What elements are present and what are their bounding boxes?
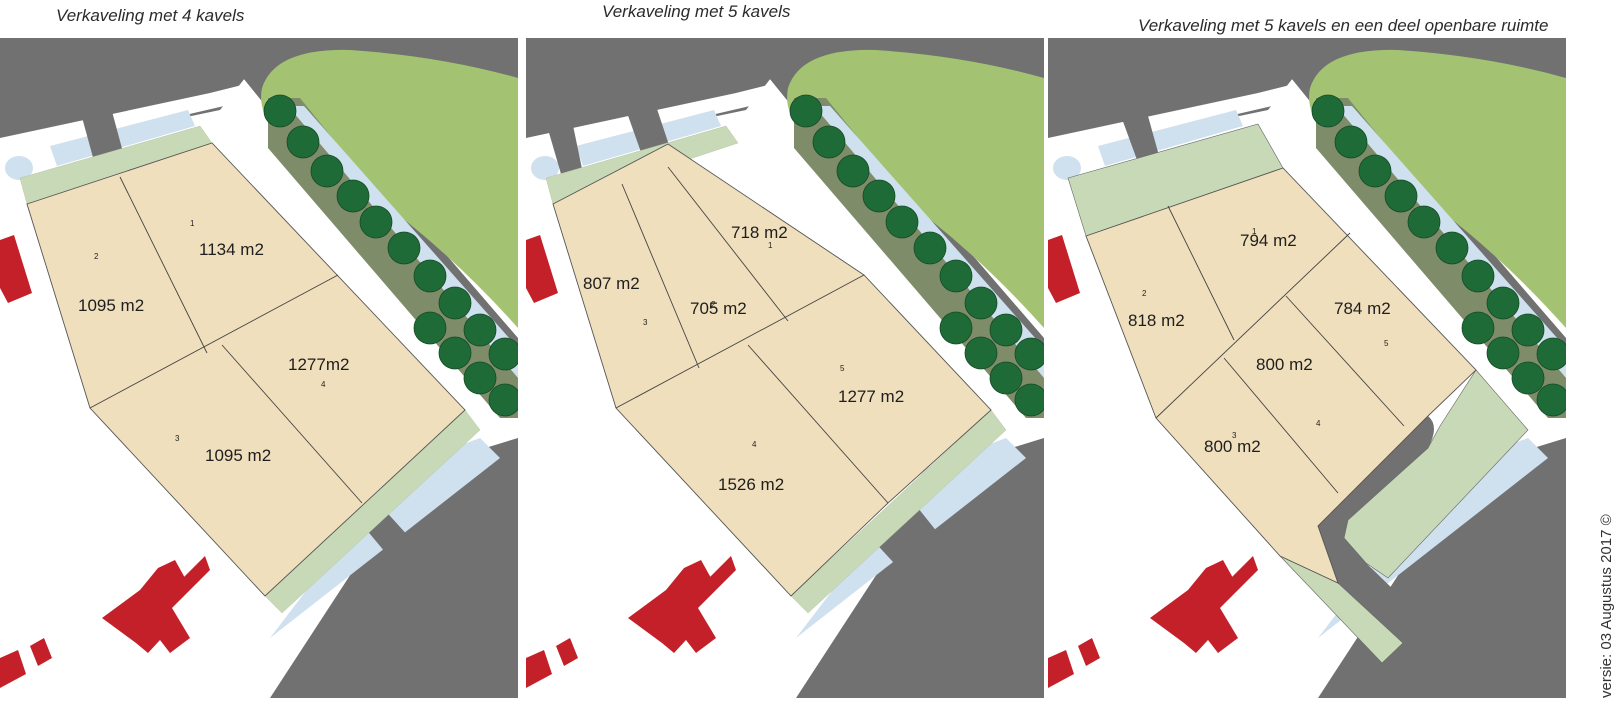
- lot-area: 807 m2: [583, 274, 640, 293]
- building-left: [0, 235, 32, 303]
- buildings: [526, 235, 736, 688]
- buildings: [0, 235, 210, 688]
- lot-area: 1277 m2: [838, 387, 904, 406]
- lot-area: 800 m2: [1256, 355, 1313, 374]
- plot-outline: [552, 143, 992, 597]
- building-complex: [628, 556, 736, 653]
- lot-number: 1: [768, 241, 773, 250]
- lot-area: 800 m2: [1204, 437, 1261, 456]
- panel-3-title: Verkaveling met 5 kavels en een deel ope…: [1138, 16, 1549, 35]
- lot-area: 1095 m2: [205, 446, 271, 465]
- water-pond: [1053, 156, 1081, 180]
- panel-1-map: 1134 m2 1 1095 m2 2 1095 m2 3 1277m2 4: [0, 38, 518, 698]
- lot-boundary: [1155, 232, 1351, 419]
- water-pond: [5, 156, 33, 180]
- lot-boundary: [615, 274, 865, 409]
- building-small-2: [0, 650, 26, 688]
- lot-boundary: [119, 176, 208, 354]
- buildings: [1048, 235, 1258, 688]
- lot-area: 1134 m2: [199, 240, 264, 259]
- lot-number: 1: [1252, 227, 1257, 236]
- park: [787, 49, 1044, 329]
- building-left: [1048, 235, 1080, 303]
- sidewalk-top: [0, 83, 250, 158]
- lot-number: 2: [711, 300, 716, 309]
- public-space-road: [1317, 416, 1434, 643]
- lot-number: 2: [1142, 289, 1147, 298]
- lot-area: 784 m2: [1334, 299, 1391, 318]
- lot-boundary: [667, 166, 789, 322]
- lot-number: 3: [175, 434, 180, 443]
- lot-number: 1: [190, 219, 195, 228]
- panel-3-map: 794 m2 1 818 m2 2 800 m2 3 800 m2 4 784 …: [1048, 38, 1566, 698]
- lot-area: 1526 m2: [718, 475, 784, 494]
- lot-boundary: [1223, 357, 1339, 494]
- lot-labels: 718 m2 1 705 m2 2 807 m2 3 1526 m2 4 127…: [583, 223, 904, 494]
- sidewalk-top: [1048, 83, 1298, 158]
- building-complex: [102, 556, 210, 653]
- park: [261, 49, 518, 329]
- trees: [789, 94, 1044, 417]
- lot-number: 5: [1384, 339, 1389, 348]
- building-complex: [1150, 556, 1258, 653]
- trees: [263, 94, 518, 417]
- lot-number: 4: [752, 440, 757, 449]
- building-left: [526, 235, 558, 303]
- lot-area: 818 m2: [1128, 311, 1185, 330]
- lot-boundary: [221, 344, 363, 504]
- public-space-bottom: [1343, 369, 1529, 579]
- lot-number: 4: [1316, 419, 1321, 428]
- building-small-1: [556, 638, 578, 666]
- panel-2-map: 718 m2 1 705 m2 2 807 m2 3 1526 m2 4 127…: [526, 38, 1044, 698]
- water-strip-left: [50, 110, 195, 166]
- lot-area: 794 m2: [1240, 231, 1297, 250]
- park: [1309, 49, 1566, 329]
- driveway-top-1: [536, 82, 586, 198]
- lot-labels: 1134 m2 1 1095 m2 2 1095 m2 3 1277m2 4: [78, 219, 349, 465]
- building-small-1: [1078, 638, 1100, 666]
- building-small-2: [526, 650, 552, 688]
- road-bottom: [270, 438, 518, 698]
- plan-area: [545, 125, 1007, 614]
- lot-number: 2: [94, 252, 99, 261]
- building-small-2: [1048, 650, 1074, 688]
- lot-number: 3: [643, 318, 648, 327]
- lot-area: 705 m2: [690, 299, 747, 318]
- lot-boundary: [1285, 295, 1405, 427]
- lot-boundary: [1167, 205, 1235, 341]
- plot-outline: [26, 142, 466, 597]
- lot-boundary: [89, 274, 339, 409]
- plan-area: [19, 125, 481, 614]
- lot-number: 5: [840, 364, 845, 373]
- lot-number: 4: [321, 380, 326, 389]
- lot-number: 3: [1232, 431, 1237, 440]
- lot-area: 1277m2: [288, 355, 349, 374]
- lot-boundary: [621, 183, 700, 369]
- green-strip-bottom: [790, 409, 1007, 614]
- lot-area: 718 m2: [731, 223, 788, 242]
- lot-boundary: [747, 344, 889, 504]
- version-text: versie: 03 Augustus 2017 ©: [1598, 514, 1615, 698]
- trees: [1311, 94, 1566, 417]
- water-pond: [531, 156, 559, 180]
- lot-area: 1095 m2: [78, 296, 144, 315]
- panel-1-title: Verkaveling met 4 kavels: [56, 6, 245, 25]
- panel-2-title: Verkaveling met 5 kavels: [602, 2, 791, 21]
- building-small-1: [30, 638, 52, 666]
- plan-area: [1067, 123, 1529, 664]
- lot-labels: 794 m2 1 818 m2 2 800 m2 3 800 m2 4 784 …: [1128, 227, 1391, 456]
